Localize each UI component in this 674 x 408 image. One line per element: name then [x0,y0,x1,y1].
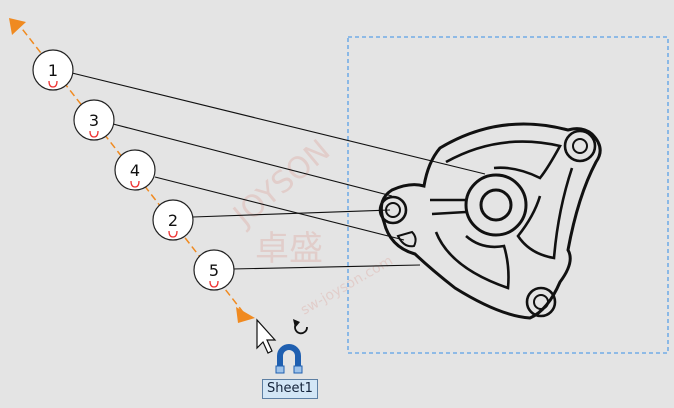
leader-line-2 [192,209,391,218]
balloon-1-label: 1 [48,61,58,80]
watermark-cn: 卓盛 [255,229,323,269]
triangle-handle-icon-bottom[interactable] [236,307,255,323]
lug-hole-top-right [563,129,597,163]
balloon-1[interactable]: 1 [32,49,74,91]
balloon-2[interactable]: 2 [152,199,194,241]
lug-hole-bottom [525,286,557,318]
balloon-3-label: 3 [89,111,99,130]
balloon-5[interactable]: 5 [193,249,235,291]
triangle-handle-icon-top[interactable] [9,18,26,35]
balloon-4-label: 4 [130,161,140,180]
leader-line-1 [71,72,486,175]
snap-mark-icon [209,280,219,288]
snap-mark-icon [48,80,58,88]
hub-outer [464,173,528,237]
leader-line-4 [154,176,405,241]
balloon-3[interactable]: 3 [73,99,115,141]
snap-mark-icon [89,130,99,138]
hub-inner [479,188,513,222]
watermark: JOYSON 卓盛 sw-joyson.com [226,133,396,319]
sheet-label: Sheet1 [262,379,318,399]
snap-mark-icon [168,230,178,238]
balloon-5-label: 5 [209,261,219,280]
selection-box[interactable] [347,36,669,354]
leader-lines [71,72,486,270]
balloon-4[interactable]: 4 [114,149,156,191]
magnet-icon [275,344,303,374]
leader-line-5 [231,264,421,270]
pointer-cursor-icon [256,318,277,354]
mechanical-part[interactable] [378,122,602,320]
balloon-2-label: 2 [168,211,178,230]
lug-hole-left [378,195,408,225]
snap-mark-icon [130,180,140,188]
leader-line-3 [112,123,393,197]
rotate-arrow-head [293,319,300,328]
